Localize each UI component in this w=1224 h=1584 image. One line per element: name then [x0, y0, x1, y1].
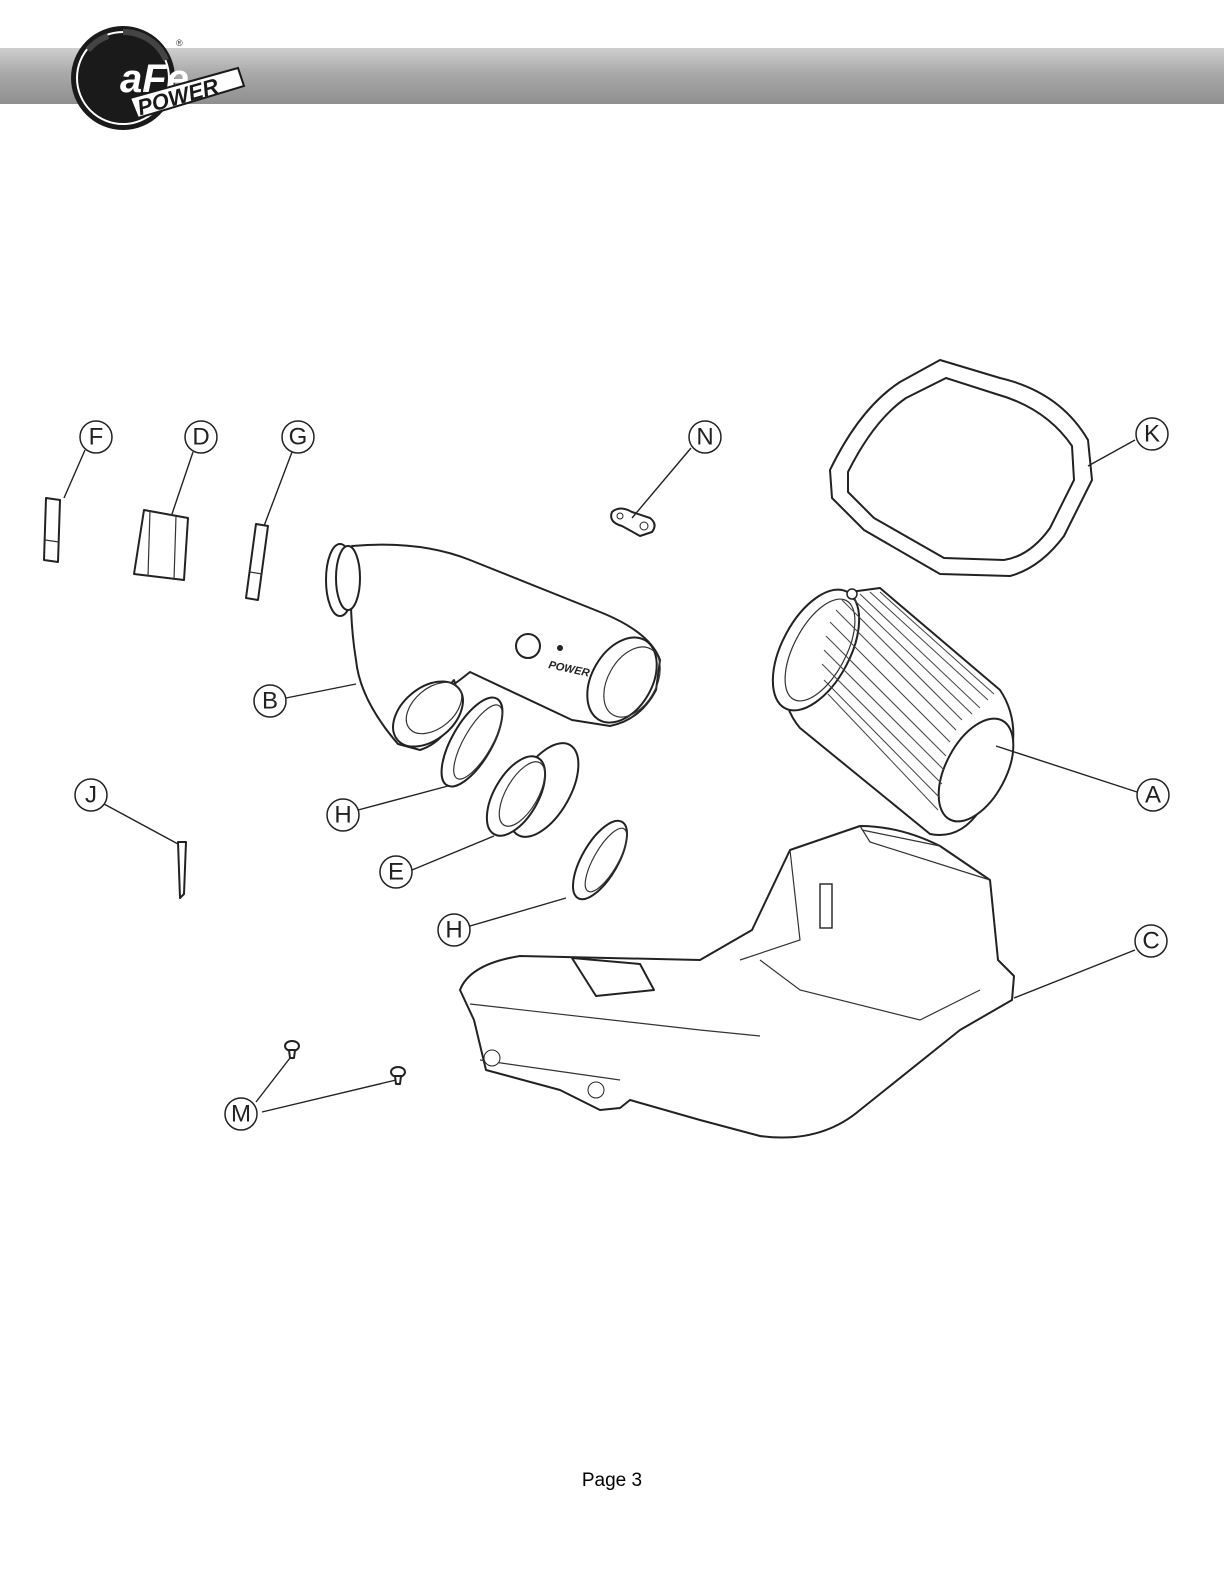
callout-c: C	[1134, 924, 1168, 958]
callout-m: M	[224, 1097, 258, 1131]
callout-d: D	[184, 420, 218, 454]
callout-a: A	[1136, 778, 1170, 812]
part-h-clamp-upper	[440, 696, 504, 788]
svg-text:H: H	[445, 917, 462, 944]
part-e-coupler-sleeve	[485, 742, 580, 838]
svg-text:N: N	[696, 424, 713, 451]
svg-text:G: G	[289, 424, 308, 451]
part-a-air-filter	[771, 587, 1015, 836]
part-m-push-pins	[284, 1040, 406, 1085]
callout-e: E	[379, 855, 413, 889]
callout-n: N	[688, 420, 722, 454]
callout-g: G	[281, 420, 315, 454]
part-b-intake-tube: POWER	[325, 543, 661, 751]
callout-f: F	[79, 420, 113, 454]
part-f-pin	[43, 497, 61, 563]
svg-text:C: C	[1142, 928, 1159, 955]
svg-text:K: K	[1144, 421, 1160, 448]
callout-h-upper: H	[326, 798, 360, 832]
svg-text:H: H	[334, 802, 351, 829]
svg-text:F: F	[89, 424, 104, 451]
leader-lines	[63, 439, 1138, 1113]
svg-text:D: D	[192, 424, 209, 451]
svg-text:®: ®	[176, 38, 183, 48]
part-k-gasket	[829, 359, 1093, 577]
svg-text:E: E	[388, 859, 404, 886]
callout-b: B	[253, 684, 287, 718]
svg-text:M: M	[231, 1101, 251, 1128]
part-g-pin	[245, 523, 269, 601]
part-h-clamp-lower	[572, 819, 628, 901]
afe-power-logo: aFe POWER ®	[71, 26, 246, 130]
page-number: Page 3	[581, 1470, 643, 1491]
callout-j: J	[74, 778, 108, 812]
svg-text:A: A	[1145, 782, 1161, 809]
callout-h-lower: H	[437, 913, 471, 947]
svg-text:J: J	[85, 782, 97, 809]
part-c-airbox	[459, 825, 1015, 1139]
svg-text:B: B	[262, 688, 278, 715]
part-d-coupler	[133, 509, 189, 581]
callout-k: K	[1135, 417, 1169, 451]
part-j-tie	[177, 841, 187, 899]
part-n-bracket	[610, 507, 656, 537]
